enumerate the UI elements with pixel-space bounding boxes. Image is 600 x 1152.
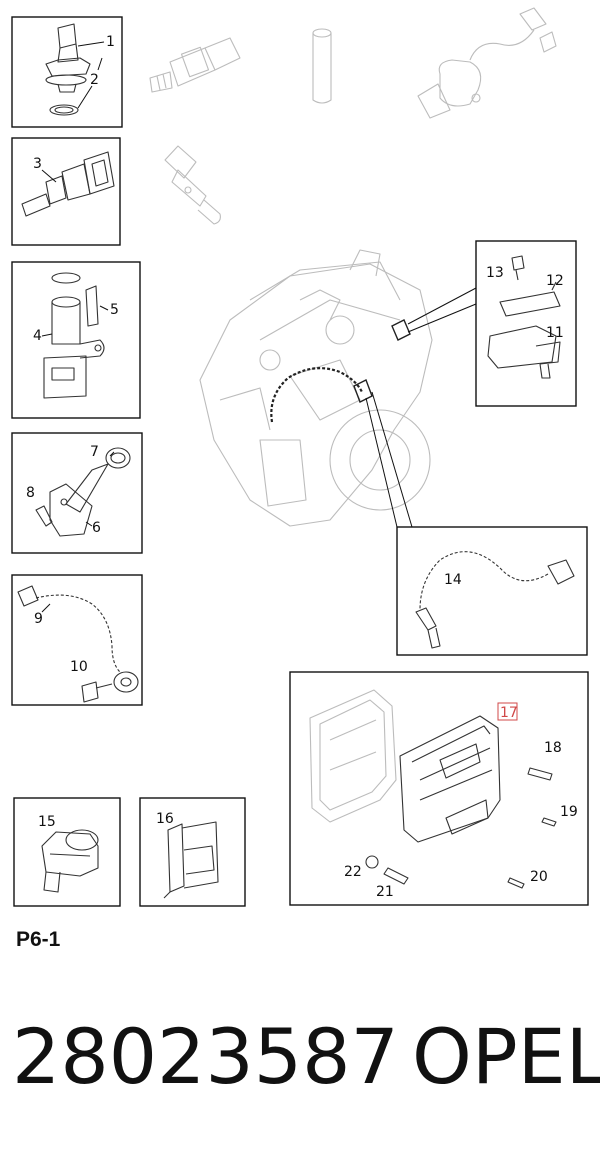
callout-10[interactable]: 10 <box>70 659 88 675</box>
panel-bracket-16 <box>139 797 246 907</box>
callout-20[interactable]: 20 <box>530 869 548 885</box>
callout-14[interactable]: 14 <box>444 572 462 588</box>
leader-3 <box>41 169 57 183</box>
panel-temp-sensor <box>11 137 121 246</box>
callout-15[interactable]: 15 <box>38 814 56 830</box>
clip-15 <box>41 829 99 893</box>
callout-9[interactable]: 9 <box>34 611 43 627</box>
ecu-bracket <box>309 689 397 823</box>
callout-12[interactable]: 12 <box>546 273 564 289</box>
engine-assembly <box>199 249 433 527</box>
leader-7 <box>109 451 115 457</box>
leader-6 <box>85 521 93 527</box>
parts-diagram: 1 2 3 4 5 6 7 8 <box>11 7 589 907</box>
engine-callout-connectors <box>365 287 477 528</box>
ecu-module <box>399 715 501 843</box>
callout-2[interactable]: 2 <box>90 72 99 88</box>
panel-frames <box>11 16 589 907</box>
callout-6[interactable]: 6 <box>92 520 101 536</box>
panel-crank-sensor <box>11 432 143 554</box>
panel-ecu <box>289 671 589 906</box>
faded-reference-parts <box>149 7 557 225</box>
callout-5[interactable]: 5 <box>110 302 119 318</box>
ecu-fasteners <box>365 767 557 889</box>
bracket-16 <box>163 821 219 899</box>
callout-13[interactable]: 13 <box>486 265 504 281</box>
panel-knock-sensor <box>11 574 143 706</box>
callout-16[interactable]: 16 <box>156 811 174 827</box>
leader-lines-panel-1 <box>77 41 105 109</box>
leader-5 <box>99 305 109 311</box>
panel-cam-sensor <box>11 261 141 419</box>
callout-18[interactable]: 18 <box>544 740 562 756</box>
leader-4 <box>41 333 53 337</box>
crankshaft-sensor <box>35 447 131 537</box>
callout-7[interactable]: 7 <box>90 444 99 460</box>
callout-4[interactable]: 4 <box>33 328 42 344</box>
callout-17[interactable]: 17 <box>500 705 518 721</box>
camshaft-sensor <box>43 272 105 399</box>
panel-map-sensor <box>475 240 577 407</box>
callout-17-highlight <box>497 702 518 721</box>
panel-clip-15 <box>13 797 121 907</box>
oxygen-sensor <box>415 551 575 649</box>
callout-19[interactable]: 19 <box>560 804 578 820</box>
page-code: P6-1 <box>16 928 61 951</box>
leader-9 <box>41 603 51 613</box>
callout-1[interactable]: 1 <box>106 34 115 50</box>
part-number: 28023587 <box>12 1012 399 1101</box>
callout-22[interactable]: 22 <box>344 864 362 880</box>
callout-8[interactable]: 8 <box>26 485 35 501</box>
panel-oil-pressure-switch <box>11 16 123 128</box>
brand-name: OPEL <box>412 1012 600 1101</box>
knock-sensor <box>17 585 139 703</box>
oil-pressure-switch <box>45 23 91 116</box>
callout-21[interactable]: 21 <box>376 884 394 900</box>
engine-harness <box>270 319 411 423</box>
coolant-temp-sensor <box>21 151 115 217</box>
callout-11[interactable]: 11 <box>546 325 564 341</box>
panel-oxygen-sensor <box>396 526 588 656</box>
callout-3[interactable]: 3 <box>33 156 42 172</box>
map-sensor <box>487 255 561 379</box>
